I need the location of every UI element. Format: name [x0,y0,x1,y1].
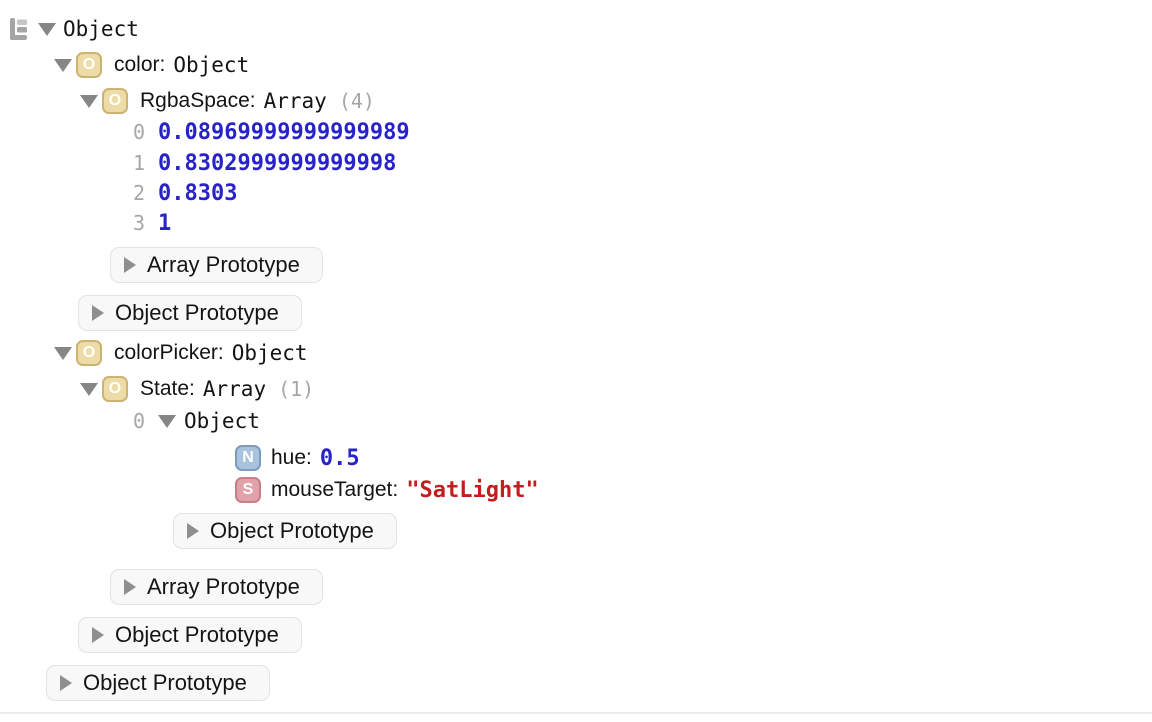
object-type-badge: O [76,340,102,366]
disclosure-triangle-open-icon[interactable] [158,414,176,428]
object-type-badge: O [76,52,102,78]
tree-row-rgbaspace: O RgbaSpace: Array (4) [80,87,375,115]
number-value: 0.08969999999999989 [158,119,410,145]
array-item-row: 1 0.8302999999999998 [130,149,396,177]
array-item-row: 0 0.08969999999999989 [130,118,410,146]
property-key-rgbaspace: RgbaSpace: [140,89,256,112]
type-label: Object [231,341,308,365]
string-type-badge: S [235,477,261,503]
array-item-row: 3 1 [130,209,171,237]
array-length-count: (4) [338,89,375,113]
disclosure-triangle-collapsed-icon [187,523,199,539]
array-length-count: (1) [278,377,315,401]
object-type-badge: O [102,88,128,114]
disclosure-triangle-collapsed-icon [124,257,136,273]
button-label: Array Prototype [147,252,300,277]
array-index: 0 [132,120,145,144]
disclosure-triangle-open-icon[interactable] [80,94,98,108]
disclosure-triangle-collapsed-icon [92,305,104,321]
property-key-mousetarget: mouseTarget: [271,478,399,501]
object-prototype-button[interactable]: Object Prototype [78,617,302,653]
bottom-divider [0,712,1152,714]
button-label: Object Prototype [83,670,247,695]
tree-row-state-item0: 0 Object [130,407,260,435]
object-prototype-button[interactable]: Object Prototype [78,295,302,331]
number-value: 0.5 [319,445,360,471]
button-label: Array Prototype [147,574,300,599]
property-key-color: color: [114,53,166,76]
property-key-colorpicker: colorPicker: [114,341,224,364]
array-index: 0 [132,409,145,433]
type-label: Array [263,89,327,113]
tree-row-colorpicker: O colorPicker: Object [54,339,308,367]
disclosure-triangle-collapsed-icon [60,675,72,691]
disclosure-triangle-collapsed-icon [124,579,136,595]
tree-row-hue: N hue: 0.5 [235,444,360,472]
button-label: Object Prototype [115,300,279,325]
array-index: 3 [132,211,145,235]
disclosure-triangle-open-icon[interactable] [38,22,56,36]
button-label: Object Prototype [115,622,279,647]
button-label: Object Prototype [210,518,374,543]
disclosure-triangle-open-icon[interactable] [80,382,98,396]
property-key-hue: hue: [271,446,312,469]
tree-row-state: O State: Array (1) [80,375,314,403]
object-type-badge: O [102,376,128,402]
number-value: 0.8302999999999998 [158,150,397,176]
number-type-badge: N [235,445,261,471]
tree-row-color: O color: Object [54,51,249,79]
array-index: 1 [132,151,145,175]
property-key-state: State: [140,377,195,400]
tree-row-mousetarget: S mouseTarget: "SatLight" [235,476,539,504]
type-label: Array [202,377,267,401]
type-label: Object [184,409,260,433]
disclosure-triangle-open-icon[interactable] [54,58,72,72]
type-label: Object [173,53,250,77]
object-prototype-button[interactable]: Object Prototype [46,665,270,701]
array-prototype-button[interactable]: Array Prototype [110,569,323,605]
object-prototype-button[interactable]: Object Prototype [173,513,397,549]
disclosure-triangle-collapsed-icon [92,627,104,643]
tree-row-root: Object [6,15,139,43]
array-prototype-button[interactable]: Array Prototype [110,247,323,283]
array-index: 2 [132,181,145,205]
disclosure-triangle-open-icon[interactable] [54,346,72,360]
array-item-row: 2 0.8303 [130,179,238,207]
string-value: "SatLight" [406,477,539,503]
number-value: 0.8303 [158,180,238,206]
root-type-label: Object [63,17,139,41]
number-value: 1 [158,210,172,236]
tree-outline-icon [6,16,30,43]
